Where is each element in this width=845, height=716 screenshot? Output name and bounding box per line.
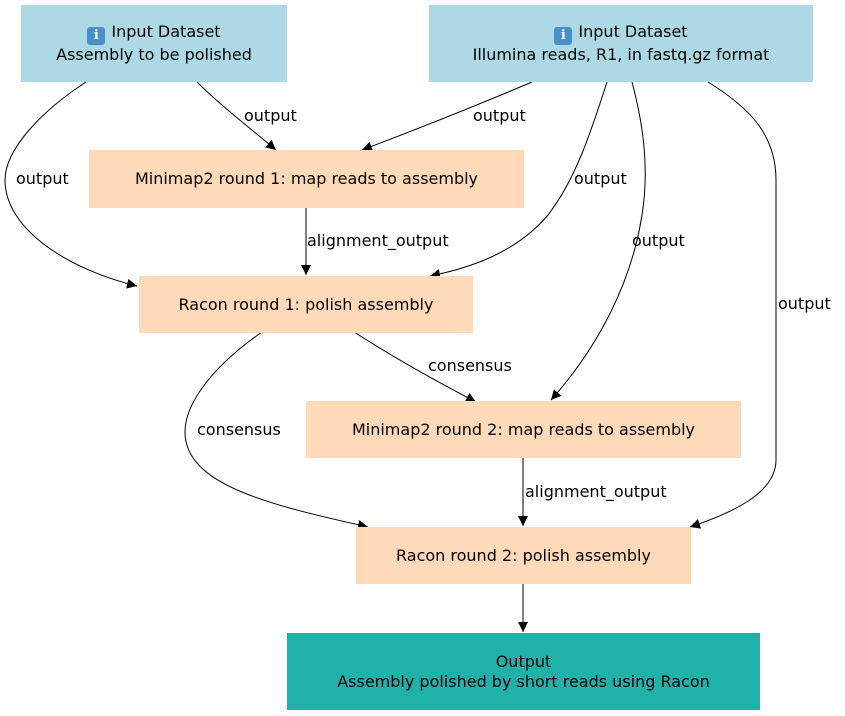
racon-round1-node[interactable]: Racon round 1: polish assembly <box>139 276 473 333</box>
input-dataset-title: Input Dataset <box>578 22 688 41</box>
edge-label-output: output <box>778 294 831 313</box>
input-dataset-subtitle: Assembly to be polished <box>56 45 252 64</box>
edge-label-output: output <box>244 106 297 125</box>
input-dataset-title-row: i Input Dataset <box>87 22 221 45</box>
input-dataset-node[interactable]: i Input Dataset Assembly to be polished <box>21 5 287 82</box>
edge-racon1-racon2 <box>184 331 369 530</box>
edge-label-output: output <box>574 169 627 188</box>
edge-input2-minimap2 <box>550 81 646 401</box>
output-subtitle: Assembly polished by short reads using R… <box>337 671 710 691</box>
racon-round2-node[interactable]: Racon round 2: polish assembly <box>356 527 691 584</box>
info-icon: i <box>554 27 573 45</box>
edge-label-consensus: consensus <box>197 420 281 439</box>
info-icon: i <box>87 27 106 45</box>
edge-racon1-minimap2 <box>353 331 477 403</box>
edge-input1-minimap1 <box>196 81 277 151</box>
minimap2-round2-label: Minimap2 round 2: map reads to assembly <box>351 419 696 439</box>
output-title: Output <box>495 651 552 671</box>
edge-input2-minimap1 <box>361 81 533 152</box>
edge-label-alignment-output: alignment_output <box>307 231 449 250</box>
edge-label-consensus: consensus <box>428 356 512 375</box>
output-node[interactable]: Output Assembly polished by short reads … <box>287 633 760 710</box>
racon-round1-label: Racon round 1: polish assembly <box>178 294 434 314</box>
edge-label-alignment-output: alignment_output <box>525 482 667 501</box>
edge-input2-racon1 <box>429 81 608 279</box>
edge-label-output: output <box>473 106 526 125</box>
input-dataset-subtitle: Illumina reads, R1, in fastq.gz format <box>472 45 770 64</box>
minimap2-round2-node[interactable]: Minimap2 round 2: map reads to assembly <box>306 401 741 458</box>
edge-label-output: output <box>632 231 685 250</box>
minimap2-round1-label: Minimap2 round 1: map reads to assembly <box>134 169 479 188</box>
minimap2-round1-node[interactable]: Minimap2 round 1: map reads to assembly <box>89 150 524 208</box>
input-dataset-node-reads[interactable]: i Input Dataset Illumina reads, R1, in fa… <box>429 5 813 82</box>
edge-label-output: output <box>16 169 69 188</box>
racon-round2-label: Racon round 2: polish assembly <box>396 545 651 565</box>
input-dataset-title: Input Dataset <box>111 22 221 41</box>
edge-input2-racon2 <box>689 81 777 529</box>
edge-input1-racon1 <box>4 81 138 289</box>
input-dataset-title-row: i Input Dataset <box>554 22 688 45</box>
